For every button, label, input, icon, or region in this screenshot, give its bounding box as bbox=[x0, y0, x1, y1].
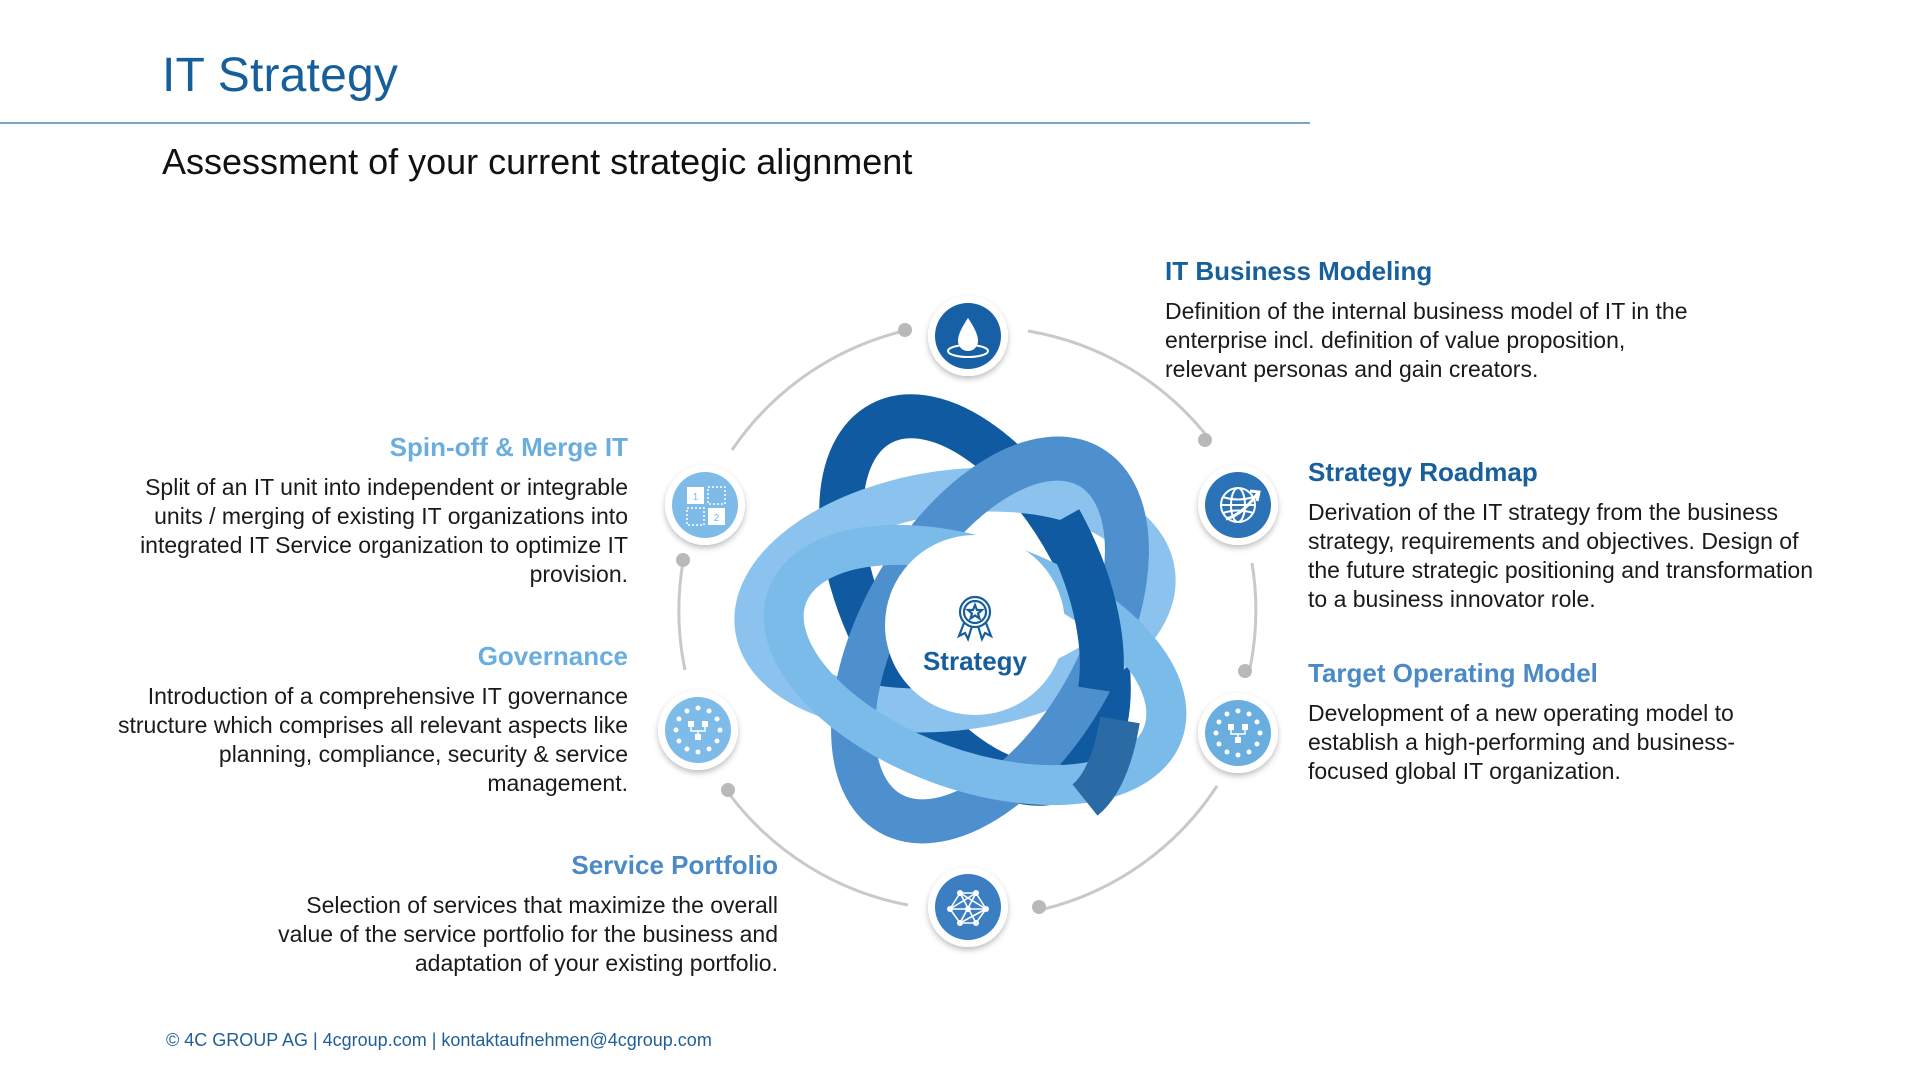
spin-off-text: Split of an IT unit into independent or … bbox=[140, 474, 628, 587]
governance-title: Governance bbox=[477, 641, 628, 671]
network-circle-icon bbox=[1198, 693, 1278, 773]
ribbon-center bbox=[885, 535, 1065, 715]
arc-bottom-left bbox=[728, 794, 909, 907]
strategy-roadmap-title: Strategy Roadmap bbox=[1308, 457, 1538, 487]
dot bbox=[1032, 900, 1046, 914]
award-star-icon bbox=[956, 595, 994, 642]
dot bbox=[1238, 664, 1252, 678]
strategy-ribbon bbox=[734, 394, 1187, 844]
ribbon-overlap-deep bbox=[1071, 716, 1140, 816]
globe-arrow-icon bbox=[1198, 465, 1278, 545]
dot bbox=[1198, 433, 1212, 447]
block-service-portfolio: Service Portfolio Selection of services … bbox=[258, 850, 778, 978]
business-modeling-text: Definition of the internal business mode… bbox=[1165, 298, 1688, 382]
governance-text: Introduction of a comprehensive IT gover… bbox=[117, 683, 628, 796]
title-divider bbox=[0, 122, 1310, 124]
target-operating-model-text: Development of a new operating model to … bbox=[1308, 700, 1736, 784]
arc-right bbox=[1248, 562, 1258, 669]
dot bbox=[721, 783, 735, 797]
block-target-operating-model: Target Operating Model Development of a … bbox=[1308, 658, 1778, 786]
connector-arcs bbox=[677, 328, 1258, 912]
org-circle-icon bbox=[658, 690, 738, 770]
strategy-roadmap-text: Derivation of the IT strategy from the b… bbox=[1308, 499, 1814, 612]
service-portfolio-title: Service Portfolio bbox=[571, 850, 778, 880]
dot bbox=[898, 323, 912, 337]
center-label: Strategy bbox=[922, 646, 1028, 676]
block-spin-off: Spin-off & Merge IT Split of an IT unit … bbox=[108, 432, 628, 589]
split-blocks-icon: 1 2 bbox=[665, 465, 745, 545]
connector-dots bbox=[676, 323, 1252, 914]
arc-top-right bbox=[1027, 329, 1212, 441]
water-drop-icon bbox=[928, 296, 1008, 376]
dot bbox=[676, 553, 690, 567]
svg-text:1: 1 bbox=[693, 492, 699, 503]
block-strategy-roadmap: Strategy Roadmap Derivation of the IT st… bbox=[1308, 457, 1828, 614]
service-portfolio-text: Selection of services that maximize the … bbox=[278, 892, 778, 976]
svg-text:2: 2 bbox=[714, 513, 720, 524]
business-modeling-title: IT Business Modeling bbox=[1165, 256, 1433, 286]
ribbon-overlap-dark bbox=[1040, 509, 1124, 694]
arc-left bbox=[677, 561, 687, 671]
mesh-network-icon bbox=[928, 867, 1008, 947]
target-operating-model-title: Target Operating Model bbox=[1308, 658, 1598, 688]
page-title: IT Strategy bbox=[162, 49, 399, 102]
page-subtitle: Assessment of your current strategic ali… bbox=[162, 141, 913, 182]
arc-bottom-right bbox=[1039, 785, 1219, 912]
footer-contact: © 4C GROUP AG | 4cgroup.com | kontaktauf… bbox=[166, 1030, 712, 1050]
spin-off-title: Spin-off & Merge IT bbox=[389, 432, 628, 462]
block-governance: Governance Introduction of a comprehensi… bbox=[108, 641, 628, 798]
arc-top-left bbox=[730, 328, 909, 451]
block-business-modeling: IT Business Modeling Definition of the i… bbox=[1165, 256, 1710, 384]
